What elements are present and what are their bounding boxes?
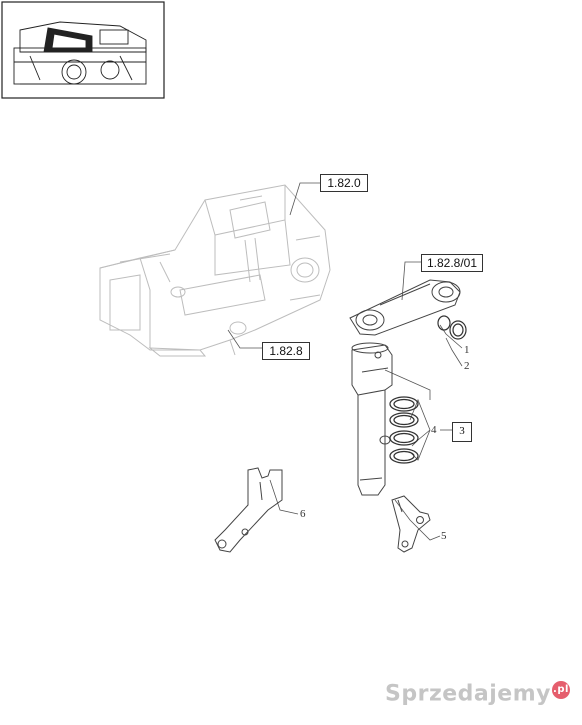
- washers: [437, 315, 467, 340]
- watermark: Sprzedajemy.pl: [385, 680, 570, 706]
- callout-2: 2: [464, 360, 470, 372]
- lift-housing: [99, 184, 331, 357]
- watermark-text: Sprzedajemy: [385, 681, 551, 706]
- o-rings: [389, 396, 419, 464]
- thumbnail: [1, 1, 165, 99]
- callout-3: 3: [459, 425, 465, 437]
- ref-box-arm: 1.82.8/01: [421, 254, 483, 272]
- lift-arm: [349, 279, 461, 336]
- ref-box-top: 1.82.0: [320, 174, 368, 192]
- callout-5: 5: [441, 530, 447, 542]
- watermark-logo-icon: .pl: [552, 680, 570, 699]
- callout-6: 6: [300, 508, 306, 520]
- callout-4: 4: [431, 424, 437, 436]
- ref-box-left: 1.82.8: [262, 342, 310, 360]
- bracket-5: [391, 495, 431, 553]
- lift-shaft: [351, 342, 393, 496]
- leader-lines: [227, 182, 463, 541]
- bracket-6: [214, 467, 283, 553]
- callout-1: 1: [464, 344, 470, 356]
- ref-box-3: 3: [452, 422, 472, 442]
